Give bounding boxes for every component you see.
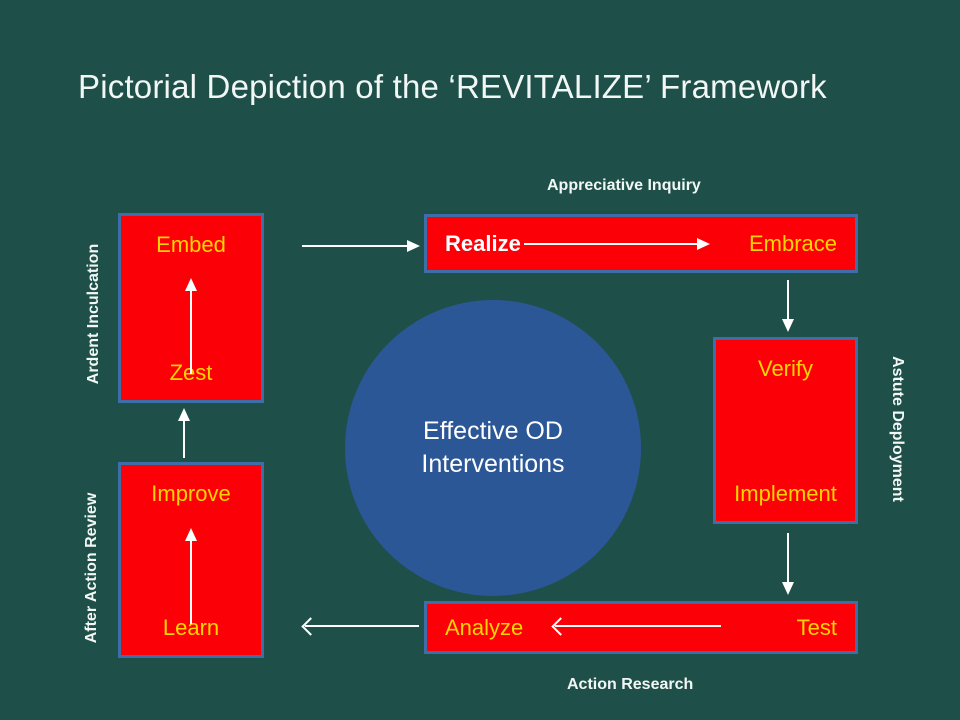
arrow-left-icon bbox=[551, 617, 721, 636]
arrow-left-icon bbox=[301, 617, 419, 636]
caption-ardent-inculcation: Ardent Inculcation bbox=[85, 243, 102, 385]
caption-astute-deployment: Astute Deployment bbox=[889, 356, 906, 502]
page-title: Pictorial Depiction of the ‘REVITALIZE’ … bbox=[78, 68, 827, 105]
box-label-embrace: Embrace bbox=[748, 230, 837, 256]
arrow-down-icon bbox=[781, 280, 795, 332]
box-verify-implement[interactable]: Verify Implement bbox=[713, 337, 858, 524]
arrow-right-icon bbox=[524, 237, 710, 251]
arrow-up-icon bbox=[184, 278, 198, 374]
box-label-embed: Embed bbox=[156, 232, 226, 257]
arrow-right-icon bbox=[302, 239, 420, 253]
box-label-improve: Improve bbox=[151, 481, 231, 506]
box-label-test: Test bbox=[796, 614, 837, 640]
box-label-realize: Realize bbox=[445, 230, 521, 256]
box-label-implement: Implement bbox=[734, 481, 837, 506]
centre-circle-label: Effective OD Interventions bbox=[421, 417, 565, 478]
caption-action-research: Action Research bbox=[567, 676, 694, 693]
caption-appreciative-inquiry: Appreciative Inquiry bbox=[547, 177, 701, 194]
box-label-analyze: Analyze bbox=[445, 614, 524, 640]
box-label-verify: Verify bbox=[757, 356, 814, 381]
box-analyze-test[interactable]: Analyze Test bbox=[424, 601, 858, 654]
caption-after-action-review: After Action Review bbox=[83, 492, 100, 644]
box-realize-embrace[interactable]: Realize Embrace bbox=[424, 214, 858, 273]
arrow-up-icon bbox=[177, 408, 191, 458]
centre-circle: Effective OD Interventions bbox=[345, 300, 641, 596]
arrow-up-icon bbox=[184, 528, 198, 624]
arrow-down-icon bbox=[781, 533, 795, 595]
